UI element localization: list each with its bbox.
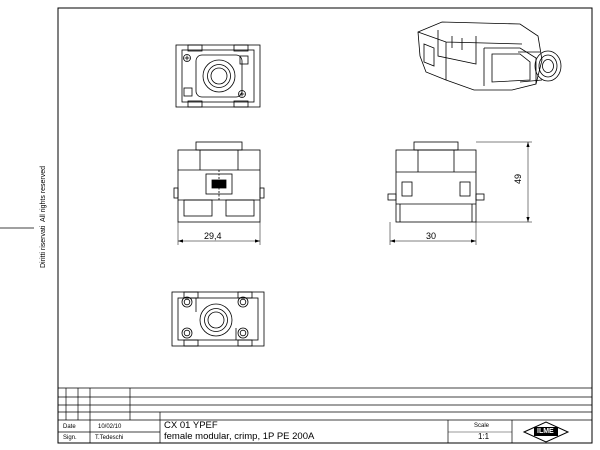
sign-value: T.Tedeschi — [95, 435, 124, 441]
dimension-width-side: 30 — [426, 231, 437, 241]
rights-reserved-text: All rights reserved — [40, 165, 47, 222]
dimension-height-side: 49 — [513, 173, 523, 184]
date-label: Date — [63, 424, 76, 430]
date-value: 10/02/10 — [98, 424, 122, 430]
scale-value: 1:1 — [478, 432, 490, 441]
sheet-border — [57, 7, 593, 444]
dimension-width-front: 29,4 — [204, 231, 222, 241]
drawing-description: female modular, crimp, 1P PE 200A — [164, 431, 315, 442]
bottom-view — [171, 291, 265, 347]
side-view — [387, 141, 532, 245]
sign-label: Sign. — [63, 435, 77, 441]
title-block — [58, 387, 592, 443]
logo-text: ILME — [537, 428, 554, 435]
front-view — [173, 141, 265, 245]
top-view — [175, 44, 261, 108]
ilme-logo — [522, 421, 570, 443]
drawing-code: CX 01 YPEF — [164, 420, 218, 431]
scale-label: Scale — [474, 423, 490, 429]
diritti-riservati-text: Diritti riservati — [40, 225, 47, 268]
isometric-view — [417, 21, 562, 91]
